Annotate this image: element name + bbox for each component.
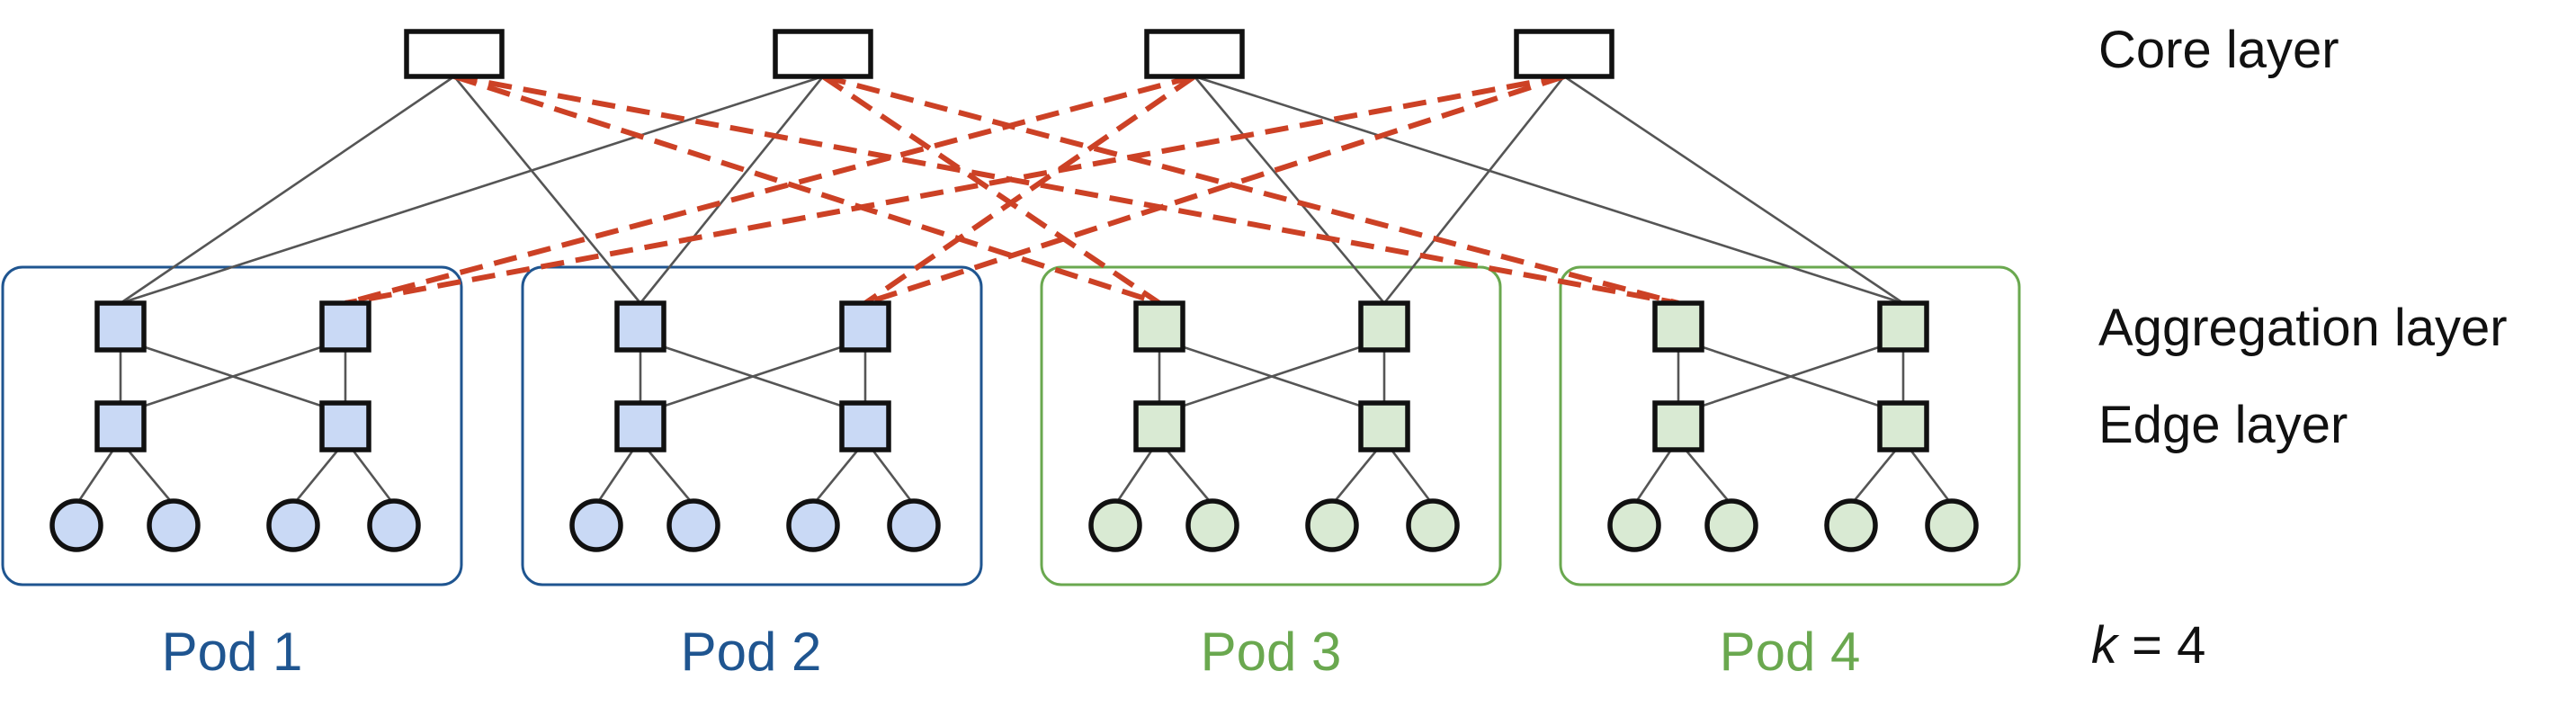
k-label: k = 4	[2091, 616, 2205, 675]
core-agg-link	[1194, 75, 1904, 305]
agg-edge-link	[640, 337, 866, 416]
host-node	[1607, 498, 1661, 552]
edge-host-link	[1632, 449, 1673, 506]
host-node	[147, 498, 201, 552]
edge-switch	[94, 400, 147, 452]
edge-host-link	[127, 449, 174, 506]
edge-switch	[1358, 400, 1410, 452]
core-agg-link	[120, 75, 824, 305]
k-variable: k	[2091, 616, 2120, 675]
core-agg-link	[1563, 75, 1904, 305]
agg-edge-link	[1677, 337, 1904, 416]
host-node	[666, 498, 720, 552]
core-switch-2	[773, 29, 873, 79]
agg-edge-link	[120, 337, 346, 416]
host-node	[1305, 498, 1359, 552]
host-node	[569, 498, 623, 552]
edge-host-link	[75, 449, 115, 506]
core-switch-1	[404, 29, 505, 79]
core-switch-3	[1144, 29, 1245, 79]
core-agg-link	[639, 76, 825, 304]
host-node	[266, 498, 320, 552]
host-node	[1185, 498, 1239, 552]
core-agg-dashed-link	[344, 74, 1195, 306]
host-node	[367, 498, 421, 552]
links	[75, 74, 1954, 506]
host-node	[1824, 498, 1878, 552]
aggregation-switch	[1652, 300, 1704, 353]
core-agg-dashed-link	[863, 74, 1196, 306]
core-agg-dashed-link	[453, 74, 1679, 306]
core-agg-dashed-link	[453, 74, 1160, 306]
host-node	[1704, 498, 1758, 552]
edge-host-link	[1909, 449, 1954, 506]
aggregation-switch	[1877, 300, 1929, 353]
nodes	[49, 29, 1979, 552]
edge-host-link	[291, 449, 340, 506]
edge-switch	[614, 400, 666, 452]
aggregation-layer-label: Aggregation layer	[2098, 299, 2508, 357]
edge-layer-label: Edge layer	[2098, 396, 2348, 454]
edge-switch	[839, 400, 891, 452]
edge-host-link	[1849, 449, 1898, 506]
edge-switch	[319, 400, 371, 452]
host-node	[786, 498, 840, 552]
aggregation-switch	[839, 300, 891, 353]
edge-host-link	[811, 449, 860, 506]
agg-edge-link	[1158, 337, 1385, 416]
core-layer-label: Core layer	[2098, 21, 2339, 79]
aggregation-switch	[94, 300, 147, 353]
core-agg-dashed-link	[864, 74, 1565, 306]
edge-switch	[1877, 400, 1929, 452]
edge-host-link	[1390, 449, 1435, 506]
host-node	[1406, 498, 1460, 552]
edge-host-link	[1685, 449, 1732, 506]
host-node	[1088, 498, 1142, 552]
pod-box-3	[1040, 265, 1502, 586]
aggregation-switch	[614, 300, 666, 353]
pod-label-3: Pod 3	[1201, 622, 1342, 682]
core-agg-dashed-link	[822, 74, 1679, 306]
aggregation-switch	[1358, 300, 1410, 353]
host-node	[887, 498, 941, 552]
core-switch-4	[1514, 29, 1614, 79]
edge-host-link	[595, 449, 635, 506]
edge-host-link	[647, 449, 694, 506]
edge-host-link	[871, 449, 916, 506]
core-agg-dashed-link	[344, 74, 1565, 306]
edge-host-link	[1114, 449, 1154, 506]
pod-box-2	[521, 265, 983, 586]
core-agg-link	[452, 76, 642, 304]
core-agg-link	[1382, 76, 1566, 304]
aggregation-switch	[319, 300, 371, 353]
edge-host-link	[351, 449, 396, 506]
core-agg-dashed-link	[821, 74, 1161, 306]
edge-host-link	[1166, 449, 1213, 506]
aggregation-switch	[1133, 300, 1185, 353]
host-node	[1925, 498, 1979, 552]
host-node	[49, 498, 103, 552]
pod-label-2: Pod 2	[681, 622, 822, 682]
edge-switch	[1133, 400, 1185, 452]
edge-switch	[1652, 400, 1704, 452]
pod-label-1: Pod 1	[162, 622, 303, 682]
pod-label-4: Pod 4	[1720, 622, 1861, 682]
core-agg-link	[1194, 76, 1385, 304]
edge-host-link	[1330, 449, 1379, 506]
k-value: = 4	[2117, 616, 2205, 675]
core-agg-link	[120, 75, 455, 305]
